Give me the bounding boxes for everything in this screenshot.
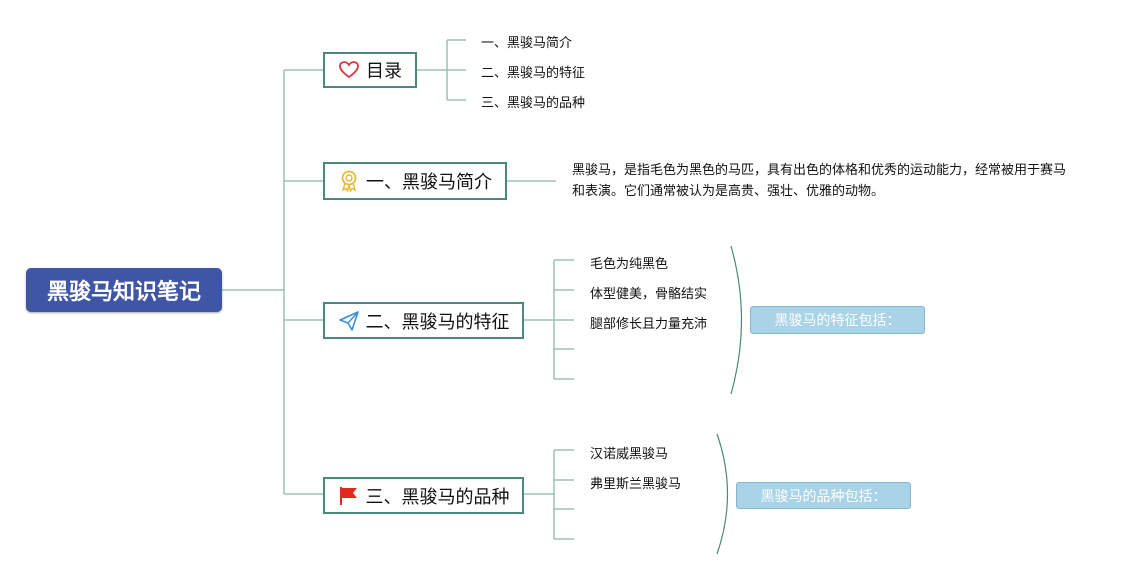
toc-item-3[interactable]: 三、黑骏马的品种	[481, 96, 586, 111]
toc-item-2[interactable]: 二、黑骏马的特征	[481, 66, 586, 81]
award-medal-icon	[338, 170, 360, 192]
breed-item-2[interactable]: 弗里斯兰黑骏马	[590, 477, 682, 492]
features-node[interactable]: 二、黑骏马的特征	[323, 302, 524, 339]
breeds-summary-brace	[716, 433, 729, 555]
red-flag-icon	[338, 485, 360, 507]
breeds-summary-label: 黑骏马的品种包括：	[760, 488, 887, 505]
paper-plane-icon	[338, 310, 360, 332]
breeds-node[interactable]: 三、黑骏马的品种	[323, 477, 524, 514]
toc-item-1[interactable]: 一、黑骏马简介	[481, 36, 573, 51]
breed-item-1[interactable]: 汉诺威黑骏马	[590, 447, 669, 462]
breeds-summary[interactable]: 黑骏马的品种包括：	[736, 482, 911, 509]
root-title: 黑骏马知识笔记	[46, 280, 201, 305]
features-label: 二、黑骏马的特征	[365, 311, 510, 333]
intro-node[interactable]: 一、黑骏马简介	[323, 162, 507, 200]
feature-item-2[interactable]: 体型健美，骨骼结实	[590, 287, 708, 302]
heart-icon	[338, 59, 360, 81]
features-summary-label: 黑骏马的特征包括：	[774, 313, 901, 329]
toc-node[interactable]: 目录	[323, 52, 417, 88]
features-summary[interactable]: 黑骏马的特征包括：	[750, 306, 925, 334]
feature-item-3[interactable]: 腿部修长且力量充沛	[590, 317, 708, 332]
breeds-label: 三、黑骏马的品种	[365, 486, 510, 508]
features-summary-brace	[730, 245, 743, 395]
intro-description[interactable]: 黑骏马，是指毛色为黑色的马匹，具有出色的体格和优秀的运动能力，经常被用于赛马和表…	[572, 163, 1067, 199]
intro-label: 一、黑骏马简介	[366, 172, 492, 193]
root-topic[interactable]: 黑骏马知识笔记	[26, 268, 222, 312]
toc-label: 目录	[366, 61, 402, 82]
feature-item-1[interactable]: 毛色为纯黑色	[590, 257, 669, 272]
